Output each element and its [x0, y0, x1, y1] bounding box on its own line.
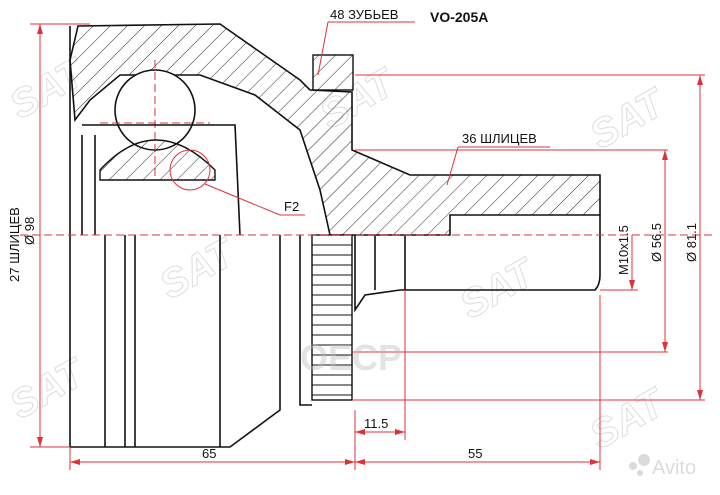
thread-label: M10x1.5 — [616, 225, 631, 275]
part-number: VO-205A — [430, 9, 488, 25]
inner-splines-label: 27 ШЛИЦЕВ — [7, 207, 22, 282]
teeth-ring-section — [312, 54, 354, 91]
ring-diameter-label: Ø 81.1 — [684, 223, 699, 262]
splines-callout: 36 ШЛИЦЕВ — [462, 131, 537, 146]
svg-text:SAT: SAT — [453, 249, 545, 327]
svg-text:SAT: SAT — [583, 79, 675, 157]
svg-text:SAT: SAT — [583, 379, 675, 457]
abs-ring — [311, 234, 353, 401]
svg-text:SAT: SAT — [153, 229, 245, 307]
dimension-lines — [30, 23, 705, 470]
detail-callout: F2 — [284, 199, 299, 214]
outer-diameter-label: Ø 98 — [22, 217, 37, 245]
callout-leaders — [169, 21, 550, 216]
svg-text:Avito: Avito — [652, 457, 696, 479]
teeth-callout: 48 ЗУБЬЕВ — [330, 7, 398, 22]
stem-diameter-label: Ø 56.5 — [649, 223, 664, 262]
length-body-label: 65 — [202, 446, 216, 461]
inner-race-section — [99, 139, 216, 181]
shoulder-label: 11.5 — [364, 416, 388, 431]
length-stem-label: 55 — [468, 446, 482, 461]
avito-logo: Avito — [629, 454, 696, 479]
seller-watermark: ОЕСР — [300, 337, 402, 378]
svg-text:SAT: SAT — [3, 349, 95, 427]
